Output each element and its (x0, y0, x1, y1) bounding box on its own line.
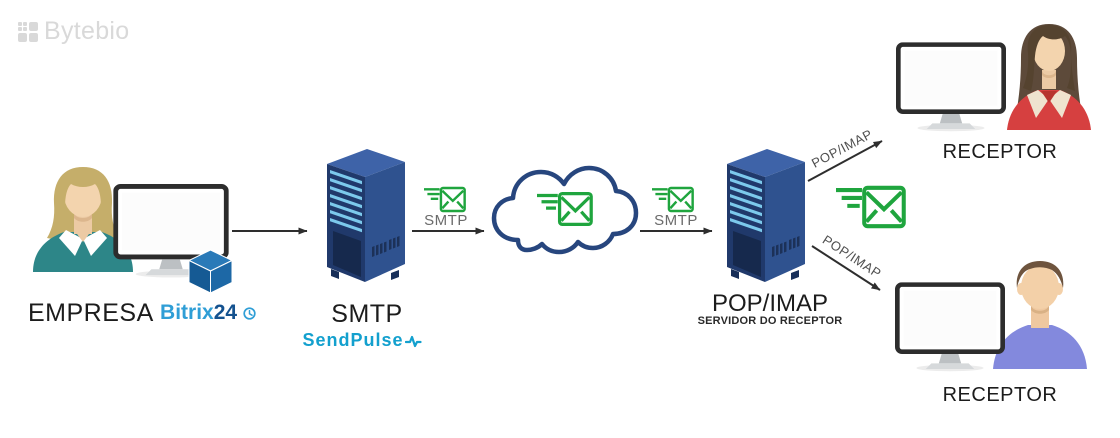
pulse-icon (404, 335, 422, 348)
cloud-icon (491, 165, 639, 255)
receptor-top-monitor-icon (896, 40, 1006, 134)
pop-imap-server-label: POP/IMAP (711, 290, 829, 317)
pop-imap-arrow-top-label: POP/IMAP (808, 126, 876, 171)
smtp-server-label: SMTP (331, 300, 403, 328)
bitrix-label-part1: Bitrix (160, 301, 214, 324)
email-smtp-out-icon (424, 186, 466, 213)
receptor-top-person-icon (1007, 24, 1091, 130)
smtp-out-label: SMTP (424, 212, 468, 229)
brand-name: Bytebio (44, 17, 130, 45)
receptor-bottom-person-icon (993, 261, 1087, 369)
receptor-bottom-monitor-icon (895, 280, 1005, 374)
email-smtp-in-icon (652, 186, 694, 213)
receptor-top-label: RECEPTOR (942, 141, 1058, 163)
bitrix-label-part2: 24 (213, 301, 238, 324)
bytebio-grid-icon (18, 21, 38, 42)
bitrix-cube-icon (188, 249, 233, 294)
pop-imap-arrow-bottom-label: POP/IMAP (819, 231, 885, 281)
empresa-person-icon (33, 167, 133, 272)
smtp-server-icon (327, 149, 405, 282)
smtp-in-label: SMTP (654, 212, 698, 229)
pop-imap-server-sublabel: SERVIDOR DO RECEPTOR (697, 315, 843, 327)
pop-imap-server-icon (727, 149, 805, 282)
empresa-label: EMPRESA (28, 299, 154, 327)
receptor-bottom-label: RECEPTOR (942, 384, 1058, 406)
brand-logo: Bytebio (18, 17, 130, 46)
bitrix-label: Bitrix24 (160, 301, 256, 325)
sendpulse-name: SendPulse (302, 330, 404, 350)
clock-icon (243, 307, 256, 320)
sendpulse-label: SendPulse (302, 330, 422, 351)
email-delivered-icon (836, 183, 906, 231)
